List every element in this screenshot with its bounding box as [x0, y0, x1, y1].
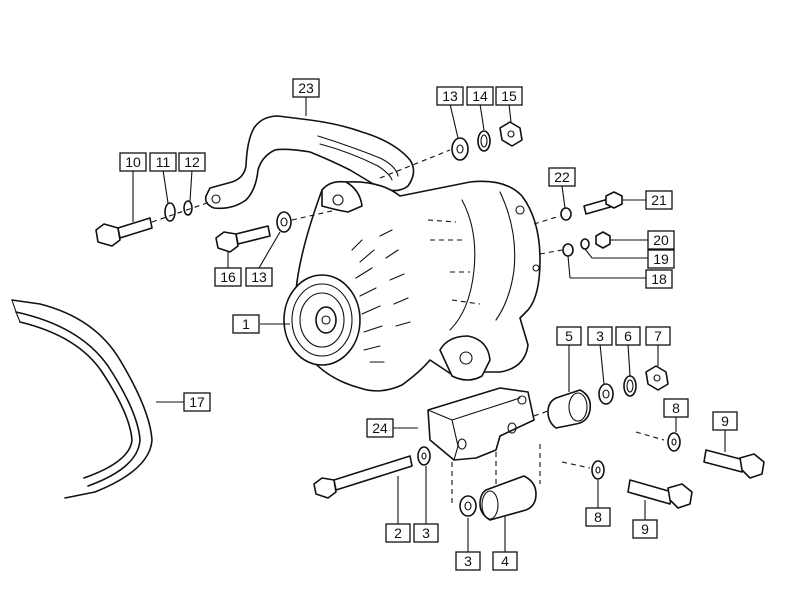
callout-label: 15	[501, 88, 517, 104]
callout-label: 3	[464, 553, 472, 569]
callout-1: 1	[232, 314, 260, 334]
callout-3-right: 3	[587, 326, 613, 346]
callout-label: 8	[594, 509, 602, 525]
callout-9-lower: 9	[632, 519, 658, 539]
callout-16: 16	[214, 267, 242, 287]
callout-4: 4	[492, 551, 518, 571]
callout-13-top: 13	[436, 86, 464, 106]
mounting-bracket	[427, 387, 557, 504]
callout-label: 11	[156, 154, 171, 170]
callout-label: 10	[125, 154, 141, 170]
adjusting-bracket	[204, 115, 415, 210]
callout-label: 6	[624, 328, 632, 344]
callout-24: 24	[366, 418, 394, 438]
callout-label: 22	[554, 169, 570, 185]
bolt-10-assembly	[95, 200, 211, 247]
callout-20: 20	[647, 230, 675, 250]
leader-lines	[132, 96, 726, 552]
callout-3-bottom: 3	[413, 523, 439, 543]
callout-3-lower: 3	[455, 551, 481, 571]
callout-12: 12	[178, 152, 206, 172]
bushing-washer-bottom	[459, 475, 537, 521]
bushing-nut-right	[547, 365, 669, 429]
bolt-21-assembly	[533, 191, 623, 225]
callout-23: 23	[292, 78, 320, 98]
callout-19: 19	[647, 249, 675, 269]
callout-21: 21	[645, 190, 673, 210]
callout-22: 22	[548, 167, 576, 187]
callout-label: 20	[653, 232, 669, 248]
callout-label: 5	[565, 328, 573, 344]
callout-17: 17	[183, 392, 211, 412]
nut-washers-top	[379, 121, 523, 179]
callout-15: 15	[495, 86, 523, 106]
bolt-16-assembly	[215, 209, 337, 253]
callout-8-lower: 8	[585, 507, 611, 527]
alternator	[283, 180, 541, 392]
callout-label: 8	[672, 400, 680, 416]
callout-label: 9	[641, 521, 649, 537]
callout-7: 7	[645, 326, 671, 346]
callout-label: 24	[372, 420, 388, 436]
callout-label: 13	[251, 269, 267, 285]
callout-8-upper: 8	[663, 398, 689, 418]
callout-label: 21	[651, 192, 667, 208]
callout-label: 23	[298, 80, 314, 96]
callout-label: 13	[442, 88, 458, 104]
callout-label: 3	[596, 328, 604, 344]
nut-washers-rear	[539, 231, 611, 257]
callout-label: 3	[422, 525, 430, 541]
callout-label: 9	[721, 413, 729, 429]
callout-label: 1	[242, 316, 250, 332]
callout-label: 4	[501, 553, 509, 569]
bolt-9-upper-assembly	[635, 431, 765, 479]
callout-label: 17	[189, 394, 205, 410]
callout-9-upper: 9	[712, 411, 738, 431]
callout-14: 14	[466, 86, 494, 106]
callout-13-left: 13	[245, 267, 273, 287]
callout-label: 19	[653, 251, 669, 267]
callout-6: 6	[615, 326, 641, 346]
bolt-2-assembly	[313, 446, 431, 499]
callout-label: 14	[472, 88, 488, 104]
callout-10: 10	[119, 152, 147, 172]
callout-11: 11	[149, 152, 177, 172]
callout-label: 18	[651, 271, 667, 287]
callout-label: 12	[184, 154, 200, 170]
drive-belt	[11, 299, 153, 499]
callout-label: 7	[654, 328, 662, 344]
callout-18: 18	[645, 269, 673, 289]
callout-2: 2	[385, 523, 411, 543]
callout-label: 16	[220, 269, 236, 285]
callout-label: 2	[394, 525, 402, 541]
bolt-9-lower-assembly	[561, 460, 693, 509]
callout-5: 5	[556, 326, 582, 346]
